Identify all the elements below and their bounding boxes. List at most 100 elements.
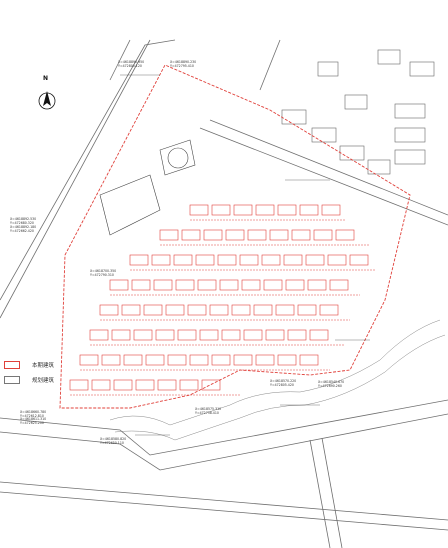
housing-block xyxy=(195,254,215,266)
housing-block xyxy=(305,254,325,266)
coordinate-label: Y=472805.420 xyxy=(270,383,294,387)
housing-block xyxy=(145,354,165,366)
housing-block xyxy=(131,279,151,291)
legend-swatch-planned xyxy=(4,376,20,384)
housing-block xyxy=(247,229,267,241)
housing-block xyxy=(173,254,193,266)
housing-block xyxy=(217,254,237,266)
coordinate-label: Y=472650.110 xyxy=(100,441,124,445)
coordinate-label: Y=472738.410 xyxy=(195,411,219,415)
landscape-belt xyxy=(109,319,446,441)
housing-block xyxy=(241,279,261,291)
housing-block xyxy=(275,304,295,316)
housing-block xyxy=(199,329,219,341)
housing-block xyxy=(187,304,207,316)
housing-block xyxy=(69,379,89,391)
site-boundary xyxy=(59,64,411,409)
housing-block xyxy=(297,304,317,316)
legend-item-planned-building: 规划建筑 xyxy=(4,376,54,384)
housing-block xyxy=(165,304,185,316)
housing-block xyxy=(133,329,153,341)
coordinate-label: X=4618580.820 xyxy=(100,437,126,441)
housing-block xyxy=(89,329,109,341)
housing-block xyxy=(159,229,179,241)
housing-block xyxy=(209,304,229,316)
coordinate-label: X=4618570.220 xyxy=(270,379,296,383)
housing-block xyxy=(233,204,253,216)
housing-block xyxy=(253,304,273,316)
housing-block xyxy=(299,354,319,366)
housing-block xyxy=(153,279,173,291)
housing-block xyxy=(269,229,289,241)
housing-block xyxy=(219,279,239,291)
housing-block xyxy=(277,204,297,216)
housing-block xyxy=(113,379,133,391)
housing-block xyxy=(335,229,355,241)
legend-label-planned: 规划建筑 xyxy=(32,378,55,384)
housing-block xyxy=(189,354,209,366)
coordinate-label: X=4618575.310 xyxy=(195,407,221,411)
housing-block xyxy=(287,329,307,341)
housing-block xyxy=(231,304,251,316)
housing-block xyxy=(135,379,155,391)
housing-block xyxy=(243,329,263,341)
existing-buildings xyxy=(281,49,435,175)
housing-block xyxy=(255,354,275,366)
coordinate-label: X=4618540.670 xyxy=(318,380,344,384)
housing-block xyxy=(143,304,163,316)
housing-block xyxy=(155,329,175,341)
housing-block xyxy=(123,354,143,366)
legend-swatch-current xyxy=(4,361,20,369)
coordinate-label: Y=472612.810 xyxy=(20,414,44,418)
coordinate-label: X=4618890.950 xyxy=(118,60,144,64)
housing-block xyxy=(255,204,275,216)
housing-block xyxy=(319,304,339,316)
housing-block xyxy=(181,229,201,241)
housing-block xyxy=(109,279,129,291)
housing-block xyxy=(277,354,297,366)
housing-block xyxy=(299,204,319,216)
housing-block xyxy=(203,229,223,241)
housing-block xyxy=(99,304,119,316)
north-arrow-icon xyxy=(38,91,56,110)
housing-block xyxy=(321,204,341,216)
housing-block xyxy=(79,354,99,366)
coordinate-label: Y=472800.120 xyxy=(118,64,142,68)
housing-block xyxy=(291,229,311,241)
housing-block xyxy=(167,354,187,366)
housing-block xyxy=(157,379,177,391)
housing-block xyxy=(225,229,245,241)
housing-block xyxy=(101,354,121,366)
housing-block xyxy=(177,329,197,341)
coordinate-label: Y=472790.310 xyxy=(90,273,114,277)
housing-block xyxy=(197,279,217,291)
road-network xyxy=(0,39,448,548)
coordinate-label: Y=472662.420 xyxy=(10,229,34,233)
housing-block xyxy=(121,304,141,316)
coordinate-label: X=4618892.180 xyxy=(10,225,36,229)
coordinate-label: X=4618700.350 xyxy=(90,269,116,273)
housing-block xyxy=(91,379,111,391)
coordinate-label: X=4618611.310 xyxy=(20,417,46,421)
housing-block xyxy=(327,254,347,266)
annotation-lines xyxy=(120,74,370,436)
coordinate-label: X=4618660.780 xyxy=(20,410,46,414)
housing-block xyxy=(175,279,195,291)
housing-block xyxy=(285,279,305,291)
housing-block xyxy=(307,279,327,291)
housing-block xyxy=(211,204,231,216)
housing-block xyxy=(111,329,131,341)
housing-block xyxy=(309,329,329,341)
north-label: N xyxy=(43,75,49,82)
housing-block xyxy=(265,329,285,341)
coordinate-label: Y=472690.260 xyxy=(318,384,342,388)
coordinate-label: X=4618892.530 xyxy=(10,217,36,221)
housing-block xyxy=(313,229,333,241)
coordinate-label: X=4618890.230 xyxy=(170,60,196,64)
legend-label-current: 本期建筑 xyxy=(32,363,55,369)
housing-blocks xyxy=(69,204,375,396)
coordinate-label: Y=472795.410 xyxy=(170,64,194,68)
coordinate-label: Y=472680.320 xyxy=(10,221,34,225)
housing-block xyxy=(189,204,209,216)
housing-block xyxy=(329,279,349,291)
